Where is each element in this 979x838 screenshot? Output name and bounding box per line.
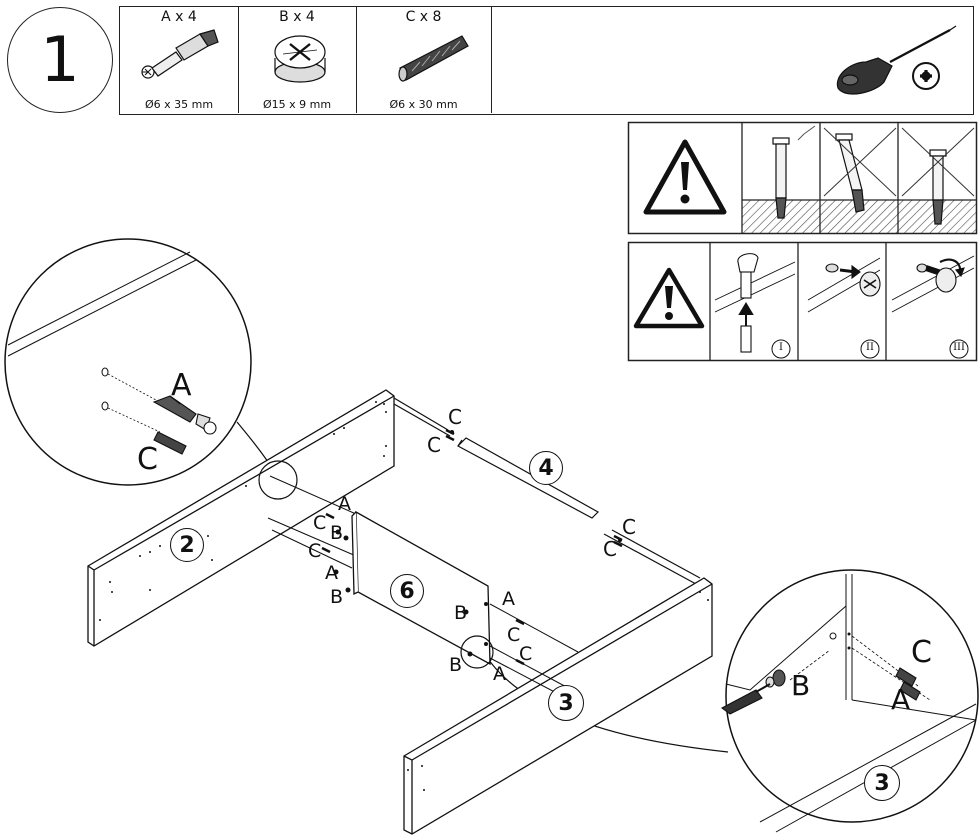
- detail-panel-3-number: 3: [874, 770, 890, 796]
- part-cell-b: B x 4 Ø15 x 9 mm: [238, 7, 357, 113]
- step-iii-badge: [949, 339, 969, 359]
- check-mark-icon: [797, 125, 816, 141]
- part-c-label: C x 8: [405, 9, 442, 25]
- panel-4-badge: 4: [529, 451, 563, 485]
- hw-label: A: [338, 493, 351, 515]
- hw-label: A: [493, 663, 506, 685]
- cross-out-icon: [823, 127, 897, 197]
- part-a-dimension: Ø6 x 35 mm: [144, 98, 214, 111]
- part-cell-c: C x 8 Ø6 x 30 mm: [356, 7, 492, 113]
- panel-2: [87, 389, 395, 647]
- phillips-screwdriver-icon: [836, 25, 957, 95]
- bolt-depth-warning-panel: [627, 121, 978, 235]
- part-b-label: B x 4: [279, 9, 315, 25]
- part-a-label: A x 4: [161, 9, 197, 25]
- bottom-rails: [267, 475, 579, 699]
- panel-6-badge: 6: [390, 574, 424, 608]
- warning-triangle-icon: [633, 267, 705, 329]
- cam-lock-steps-panel: [627, 241, 978, 362]
- step-i-badge: [771, 339, 791, 359]
- hw-label: C: [448, 405, 462, 429]
- step-ii-badge: [860, 339, 880, 359]
- panel-2-number: 2: [179, 532, 195, 558]
- hardware-dots: [333, 430, 622, 657]
- panel-2-badge: 2: [170, 528, 204, 562]
- hw-label: A: [325, 562, 338, 584]
- step-ii-label: II: [866, 342, 874, 353]
- hw-label: C: [603, 537, 617, 561]
- hw-label: B: [330, 586, 344, 608]
- warning-triangle-icon: [643, 139, 727, 215]
- hw-label: B: [454, 602, 468, 624]
- panel-3-number: 3: [558, 690, 574, 716]
- dowel-marks: [321, 428, 623, 666]
- step-iii-label: III: [953, 342, 965, 353]
- cross-out-icon: [901, 127, 975, 197]
- part-cell-a: A x 4 Ø6 x 35 mm: [120, 7, 239, 113]
- bolt-wrong-angle: [835, 133, 865, 213]
- bolt-correct-depth: [772, 137, 790, 219]
- step-i-label: I: [779, 342, 783, 353]
- step-number: 1: [40, 23, 80, 96]
- panel-4: [393, 397, 701, 585]
- bolt-wrong-too-deep: [929, 149, 947, 225]
- detail-marker-left: [258, 460, 298, 500]
- part-b-dimension: Ø15 x 9 mm: [262, 98, 332, 111]
- step-iii-illustration: [891, 255, 975, 313]
- right-detail-callout: [477, 569, 979, 833]
- left-callout-label-a: A: [171, 368, 192, 403]
- right-callout-label-c: C: [911, 635, 932, 670]
- hw-label: C: [519, 643, 533, 665]
- parts-strip: A x 4 Ø6 x 35 mm B x 4 Ø15 x 9 mm C x 8 …: [119, 6, 974, 115]
- hw-label: C: [427, 433, 441, 457]
- cam-lock-icon: [274, 35, 326, 83]
- hw-label: B: [330, 522, 344, 544]
- part-c-dimension: Ø6 x 30 mm: [389, 98, 458, 111]
- detail-panel-3-badge: 3: [864, 765, 900, 801]
- panel-4-number: 4: [538, 455, 554, 481]
- hw-label: B: [449, 654, 463, 676]
- left-detail-callout: [4, 238, 273, 486]
- panel-6-number: 6: [399, 578, 415, 604]
- hw-label: C: [308, 540, 322, 562]
- hw-label: C: [622, 515, 636, 539]
- step-i-illustration: [714, 253, 796, 353]
- step-number-circle: 1: [7, 7, 113, 113]
- hw-label: C: [313, 512, 327, 534]
- right-callout-label-a: A: [891, 683, 911, 716]
- cam-bolt-icon: [141, 29, 219, 79]
- hw-label: C: [507, 624, 521, 646]
- detail-marker-right: [460, 635, 494, 669]
- panel-hole-pattern: [99, 401, 709, 791]
- wooden-dowel-icon: [398, 35, 469, 82]
- hw-label: A: [502, 588, 515, 610]
- right-callout-label-b: B: [791, 669, 811, 702]
- step-ii-illustration: [807, 257, 881, 313]
- panel-3-badge: 3: [548, 685, 584, 721]
- left-callout-label-c: C: [137, 442, 158, 477]
